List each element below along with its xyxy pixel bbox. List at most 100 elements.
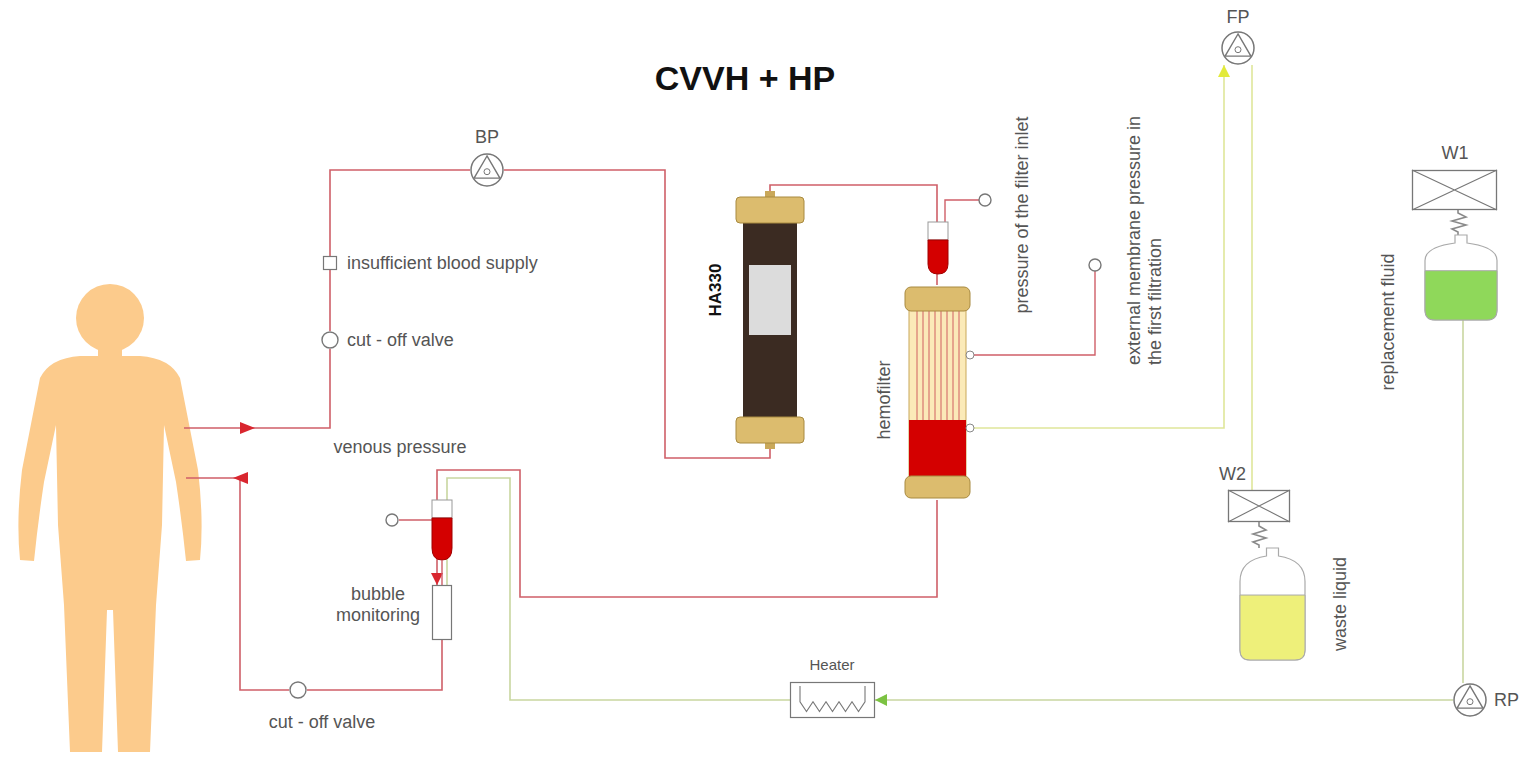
chamber-top <box>928 222 948 240</box>
hemofilter-shape <box>905 285 970 500</box>
ha330-cartridge: HA330 <box>735 195 805 445</box>
bubble-monitor: bubble monitoring <box>432 585 452 640</box>
pump-rotor <box>474 156 500 178</box>
part-label: HA330 <box>706 264 726 317</box>
filtrate-pump: FP <box>1221 31 1255 65</box>
replacement-pump: RP <box>1453 683 1487 717</box>
replacement-pump-shape <box>1453 683 1487 717</box>
tube-line <box>970 65 1224 428</box>
replacement-bag: replacement fluid <box>1425 235 1497 320</box>
tube-line <box>307 640 442 690</box>
cartridge-label <box>749 265 791 335</box>
pump-body <box>1454 684 1486 716</box>
tube-line <box>447 478 790 700</box>
part-label: BP <box>475 127 499 148</box>
scale-box <box>1413 171 1497 210</box>
heater-coil <box>800 686 865 712</box>
valve-circle <box>386 514 398 526</box>
tube-line <box>1253 522 1266 548</box>
part-label: cut - off valve <box>347 330 454 351</box>
part-label: waste liquid <box>1330 557 1351 651</box>
filter-cap <box>905 476 970 498</box>
venous-pressure-gauge-shape <box>385 513 399 527</box>
tube-line <box>329 270 331 331</box>
pump-hub <box>484 169 490 175</box>
gauge-line <box>945 200 979 222</box>
filter-fiber <box>947 311 948 420</box>
filter-fiber <box>941 311 942 420</box>
return-line <box>186 478 289 690</box>
blood-pump: BP <box>470 153 504 187</box>
filter-port <box>966 424 974 432</box>
part-label: Heater <box>809 656 854 673</box>
filter-blood <box>909 420 966 478</box>
chamber-blood <box>928 240 948 274</box>
gauge-line <box>399 519 432 520</box>
gauge-label: pressure of the filter inlet <box>1012 116 1033 313</box>
venous-pressure-gauge: venous pressure <box>385 513 399 527</box>
part-label: W2 <box>1219 464 1246 485</box>
tube-line <box>1452 210 1466 235</box>
pump-body <box>1222 32 1254 64</box>
part-label: cut - off valve <box>269 712 376 733</box>
diagram-title: CVVH + HP <box>655 59 835 98</box>
bag-liquid <box>1425 271 1497 320</box>
cartridge-nozzle <box>765 443 775 449</box>
scale-box <box>1229 491 1290 522</box>
heater-shape <box>790 682 875 718</box>
patient-body <box>18 356 201 752</box>
tube-line <box>875 699 1453 701</box>
cut-off-valve-shape <box>321 331 339 349</box>
connector-group <box>307 65 1466 700</box>
filter-fiber <box>929 311 930 420</box>
waste-scale: W2 <box>1228 490 1290 522</box>
hemofilter: hemofilter <box>905 285 970 500</box>
gauge-label: external membrane pressure in the first … <box>1124 115 1165 365</box>
bubble-monitor-shape <box>432 585 452 640</box>
part-label: replacement fluid <box>1378 253 1399 390</box>
filter-cap <box>905 287 970 311</box>
cut-off-valve: cut - off valve <box>321 331 339 349</box>
tube-line <box>330 170 470 256</box>
waste-bag-shape <box>1240 548 1305 660</box>
cut-off-valve-shape <box>289 681 307 699</box>
filter-fiber <box>917 311 918 420</box>
pump-hub <box>1467 699 1473 705</box>
flow-arrow <box>233 472 248 484</box>
pressure-gauge <box>1089 259 1101 271</box>
part-label: venous pressure <box>333 437 466 458</box>
filter-fiber <box>953 311 954 420</box>
waste-scale-shape <box>1228 490 1290 522</box>
waste-bag: waste liquid <box>1240 548 1305 660</box>
patient-silhouette <box>18 284 201 752</box>
scale-cross <box>1228 490 1290 522</box>
tube-line <box>504 170 770 458</box>
tube-line <box>437 470 937 597</box>
blood-supply-detector: insufficient blood supply <box>323 256 337 270</box>
part-label: RP <box>1494 690 1519 711</box>
heater-box <box>791 683 875 718</box>
part-label: FP <box>1226 7 1249 28</box>
replacement-bag-shape <box>1425 235 1497 320</box>
patient-head <box>76 284 144 352</box>
chamber-outlet <box>441 560 442 585</box>
detector-box <box>324 257 337 270</box>
blood-pump-shape <box>470 153 504 187</box>
heater: Heater <box>790 682 875 718</box>
part-label: W1 <box>1442 143 1469 164</box>
part-label: bubble monitoring <box>331 584 426 625</box>
filter-port <box>966 351 974 359</box>
blood-supply-detector-shape <box>323 256 337 270</box>
drip-chamber <box>432 500 452 585</box>
tube-line <box>1251 65 1253 490</box>
cartridge-cap <box>736 417 804 443</box>
replacement-scale: W1 <box>1412 170 1497 210</box>
bag-liquid <box>1240 595 1305 660</box>
replacement-scale-shape <box>1412 170 1497 210</box>
scale-cross <box>1412 170 1497 210</box>
bag-outline <box>1240 548 1305 660</box>
filter-fiber <box>959 311 960 420</box>
cut-off-valve: cut - off valve <box>289 681 307 699</box>
cartridge-body <box>743 221 797 419</box>
